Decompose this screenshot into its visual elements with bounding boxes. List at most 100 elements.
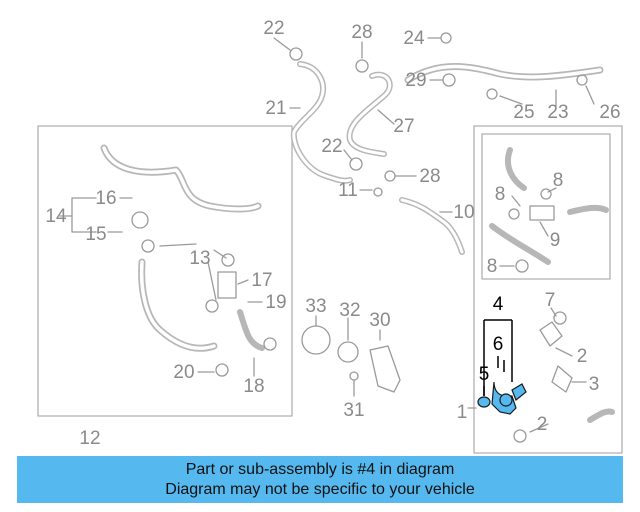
hose-sub-a bbox=[504, 147, 527, 191]
callout-29: 29 bbox=[405, 70, 426, 91]
banner-line-2: Diagram may not be specific to your vehi… bbox=[165, 481, 475, 498]
callout-16: 16 bbox=[95, 188, 116, 209]
callout-27: 27 bbox=[393, 116, 414, 137]
callout-9: 9 bbox=[550, 230, 561, 251]
part-13-clamp-a bbox=[141, 239, 155, 253]
leader-9 bbox=[539, 221, 549, 237]
part-26 bbox=[576, 74, 588, 86]
callout-3: 3 bbox=[589, 374, 600, 395]
part-19 bbox=[263, 337, 277, 351]
part-28-mid bbox=[384, 170, 396, 182]
part-9-tee bbox=[529, 205, 555, 221]
part-31 bbox=[349, 371, 359, 381]
callout-22-mid: 22 bbox=[321, 136, 342, 157]
part-2-lower bbox=[513, 429, 527, 443]
callout-20: 20 bbox=[173, 362, 194, 383]
callout-23: 23 bbox=[547, 102, 568, 123]
callout-19: 19 bbox=[265, 292, 286, 313]
leader-17 bbox=[237, 279, 249, 285]
parts-diagram: 4 6 5 1 2 2 3 7 8 8 8 9 10 11 12 13 14 1… bbox=[37, 18, 623, 454]
part-8-b bbox=[508, 208, 520, 220]
thermostat-6[interactable] bbox=[499, 393, 513, 407]
hose-right-lower bbox=[587, 408, 615, 423]
callout-10: 10 bbox=[453, 202, 474, 223]
callout-4: 4 bbox=[493, 294, 504, 315]
leader-22-top bbox=[273, 37, 291, 51]
part-3 bbox=[551, 365, 573, 393]
callout-5: 5 bbox=[479, 364, 490, 385]
callout-31: 31 bbox=[343, 400, 364, 421]
housing-outlet bbox=[511, 383, 527, 401]
callout-6: 6 bbox=[493, 334, 504, 355]
part-33 bbox=[301, 325, 331, 355]
part-13-clamp-c bbox=[205, 299, 219, 313]
pipe-10-inner bbox=[400, 198, 464, 254]
leader-13 bbox=[159, 243, 227, 301]
callout-2-upper: 2 bbox=[577, 346, 588, 367]
callout-25: 25 bbox=[513, 102, 534, 123]
hose-sub-c bbox=[567, 204, 609, 215]
leader-27 bbox=[377, 109, 395, 125]
callout-33: 33 bbox=[305, 296, 326, 317]
leader-26 bbox=[585, 85, 595, 105]
leader-2-lower bbox=[529, 423, 549, 433]
part-24 bbox=[440, 32, 452, 44]
callout-8-c: 8 bbox=[487, 256, 498, 277]
bolt-11 bbox=[373, 187, 383, 197]
callout-7: 7 bbox=[545, 290, 556, 311]
part-8-c bbox=[515, 259, 529, 273]
leader-25 bbox=[499, 95, 523, 105]
leader-8-b bbox=[547, 187, 557, 193]
callout-28-mid: 28 bbox=[419, 166, 440, 187]
part-29 bbox=[442, 73, 456, 87]
part-13-clamp-b bbox=[221, 253, 235, 267]
hose-19 bbox=[237, 309, 265, 351]
hose-sub-b bbox=[489, 223, 551, 265]
callout-30: 30 bbox=[369, 310, 390, 331]
highlighted-part-4[interactable] bbox=[477, 319, 527, 415]
leader-22-mid bbox=[343, 149, 353, 161]
seal-ring-5[interactable] bbox=[477, 396, 491, 408]
part-30 bbox=[369, 345, 401, 393]
clamp-22-mid bbox=[349, 157, 363, 171]
callout-32: 32 bbox=[339, 300, 360, 321]
leader-8-a bbox=[511, 195, 521, 207]
pipe-23-inner bbox=[406, 64, 602, 82]
callout-14: 14 bbox=[45, 206, 67, 227]
left-group-frame bbox=[37, 125, 293, 417]
leader-2-upper bbox=[555, 347, 573, 357]
callout-8-a: 8 bbox=[495, 184, 506, 205]
part-25 bbox=[486, 88, 498, 100]
callout-21: 21 bbox=[265, 98, 286, 119]
callout-18: 18 bbox=[243, 376, 264, 397]
banner-line-1: Part or sub-assembly is #4 in diagram bbox=[185, 461, 455, 478]
callout-2-lower: 2 bbox=[537, 414, 548, 435]
part-32 bbox=[337, 341, 359, 363]
callout-26: 26 bbox=[599, 102, 620, 123]
hose-upper-left-inner bbox=[102, 146, 260, 211]
clamp-22-top bbox=[289, 47, 303, 61]
subassembly-8-9-frame bbox=[481, 133, 611, 280]
callout-13: 13 bbox=[189, 248, 210, 269]
leader-4 bbox=[483, 319, 513, 396]
callout-8-b: 8 bbox=[553, 170, 564, 191]
callout-15: 15 bbox=[85, 224, 106, 245]
callout-11: 11 bbox=[338, 180, 358, 201]
part-7 bbox=[553, 311, 567, 325]
callout-28-top: 28 bbox=[351, 22, 372, 43]
callout-1: 1 bbox=[457, 402, 468, 423]
right-group-frame bbox=[473, 125, 623, 454]
hose-21-inner bbox=[292, 62, 352, 183]
callout-22-top: 22 bbox=[263, 18, 284, 39]
clamp-28-top bbox=[355, 59, 369, 73]
part-2-upper bbox=[539, 321, 563, 347]
hose-18-inner bbox=[139, 260, 216, 351]
callout-12: 12 bbox=[79, 428, 100, 449]
info-banner: Part or sub-assembly is #4 in diagram Di… bbox=[17, 456, 623, 503]
part-20 bbox=[215, 363, 229, 377]
part-14-fitting bbox=[131, 211, 149, 229]
part-17 bbox=[217, 271, 237, 299]
hose-27-inner bbox=[348, 73, 392, 156]
leader-14 bbox=[59, 197, 97, 233]
callout-17: 17 bbox=[251, 270, 272, 291]
